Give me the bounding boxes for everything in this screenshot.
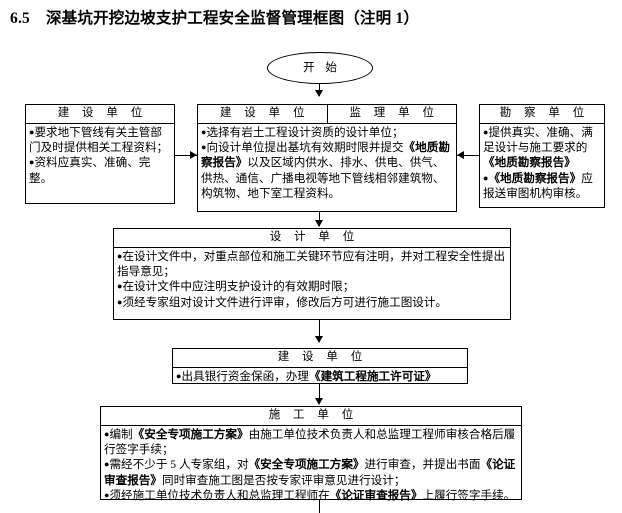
box-contractor-line-3b: 上履行签字手续。: [422, 489, 516, 503]
connector-center-to-design: [319, 212, 320, 226]
box-owner-supervisor-body: 选择有岩土工程设计资质的设计单位； 向设计单位提出基坑有效期时限并提交《地质勘察…: [198, 124, 456, 203]
box-owner-supervisor-line-2: 向设计单位提出基坑有效期时限并提交《地质勘察报告》以及区域内供水、排水、供电、供…: [201, 140, 453, 202]
box-survey-report-ref-1: 《地质勘察报告》: [483, 156, 576, 170]
box-survey-line-2b: 应报送审图机构审核。: [483, 171, 593, 201]
connector-permit-to-contractor: [319, 384, 320, 402]
arrow-survey-to-center: [457, 150, 464, 159]
box-owner-left-line-2: 资料应真实、准确、完整。: [29, 155, 171, 186]
box-survey-report-ref-2: 《地质勘察报告》: [488, 171, 582, 185]
box-contractor-line-1: 编制《安全专项施工方案》由施工单位技术负责人和总监理工程师审核合格后履行签字手续…: [104, 427, 518, 458]
arrow-design-to-permit: [314, 336, 323, 343]
box-owner-supervisor-report-ref: 《地质勘察报告》: [201, 140, 450, 170]
box-contractor-line-2c: 同时审查施工图是否按专家评审意见进行设计；: [161, 473, 406, 487]
box-owner-supervisor-header: 建 设 单 位 监 理 单 位: [198, 105, 456, 124]
box-owner-supervisor-line-2a: 向设计单位提出基坑有效期时限并提交: [206, 140, 404, 154]
box-contractor-review-ref-2: 《论证审查报告》: [329, 489, 423, 503]
arrow-permit-to-contractor: [314, 398, 323, 405]
box-survey: 勘 察 单 位 提供真实、准确、满足设计与施工要求的《地质勘察报告》 《地质勘察…: [479, 104, 605, 208]
page-title: 6.5 深基坑开挖边坡支护工程安全监督管理框图（注明 1）: [10, 6, 419, 28]
box-design-line-3: 须经专家组对设计文件进行评审，修改后方可进行施工图设计。: [117, 295, 507, 310]
connector-survey-to-center: [457, 155, 479, 156]
box-contractor-line-3a: 须经施工单位技术负责人和总监理工程师在: [109, 489, 330, 503]
box-owner-permit-body: 出具银行资金保函，办理《建筑工程施工许可证》: [173, 368, 467, 385]
box-owner-permit-license-ref: 《建筑工程施工许可证》: [308, 369, 437, 383]
box-contractor-review-ref-1: 《论证审查报告》: [104, 458, 516, 487]
box-owner-permit-line-a: 出具银行资金保函，办理: [181, 369, 309, 383]
box-survey-line-2: 《地质勘察报告》应报送审图机构审核。: [483, 171, 601, 202]
box-contractor-body: 编制《安全专项施工方案》由施工单位技术负责人和总监理工程师审核合格后履行签字手续…: [101, 426, 521, 505]
box-design-header: 设 计 单 位: [114, 229, 510, 248]
box-owner-supervisor-header-left: 建 设 单 位: [198, 105, 328, 123]
arrow-owner-left-to-center: [190, 150, 197, 159]
box-contractor: 施 工 单 位 编制《安全专项施工方案》由施工单位技术负责人和总监理工程师审核合…: [100, 406, 522, 502]
box-contractor-line-2a: 需经不少于 5 人专家组，对: [109, 458, 249, 472]
box-contractor-line-1a: 编制: [109, 427, 133, 441]
box-contractor-line-2b: 进行审查，并提出书面: [364, 458, 481, 472]
box-owner-supervisor-header-right: 监 理 单 位: [349, 107, 440, 119]
box-owner-permit-header: 建 设 单 位: [173, 349, 467, 368]
connector-contractor-to-next: [319, 500, 320, 513]
start-terminator: 开 始: [267, 52, 373, 84]
box-survey-body: 提供真实、准确、满足设计与施工要求的《地质勘察报告》 《地质勘察报告》应报送审图…: [480, 124, 604, 203]
box-contractor-plan-ref-2: 《安全专项施工方案》: [248, 458, 365, 472]
page-title-text: 深基坑开挖边坡支护工程安全监督管理框图（注明 1）: [45, 10, 420, 27]
box-owner-left-line-1: 要求地下管线有关主管部门及时提供相关工程资料；: [29, 125, 171, 156]
box-owner-permit-line: 出具银行资金保函，办理《建筑工程施工许可证》: [176, 369, 464, 384]
connector-design-to-permit: [319, 320, 320, 342]
box-survey-line-1a: 提供真实、准确、满足设计与施工要求的: [483, 125, 593, 154]
box-survey-line-1: 提供真实、准确、满足设计与施工要求的《地质勘察报告》: [483, 125, 601, 171]
arrow-center-to-design: [314, 220, 323, 227]
box-design-body: 在设计文件中，对重点部位和施工关键环节应有注明，并对工程安全性提出指导意见； 在…: [114, 248, 510, 312]
start-terminator-label: 开 始: [303, 62, 341, 74]
page-title-number: 6.5: [10, 10, 30, 27]
arrow-start-to-owner-supervisor: [314, 90, 323, 97]
connector-owner-left-to-center: [175, 155, 197, 156]
box-design-line-1: 在设计文件中，对重点部位和施工关键环节应有注明，并对工程安全性提出指导意见；: [117, 249, 507, 280]
box-owner-left-body: 要求地下管线有关主管部门及时提供相关工程资料； 资料应真实、准确、完整。: [26, 124, 174, 188]
box-contractor-header: 施 工 单 位: [101, 407, 521, 426]
box-contractor-line-2: 需经不少于 5 人专家组，对《安全专项施工方案》进行审查，并提出书面《论证审查报…: [104, 457, 518, 488]
box-design-line-2: 在设计文件中应注明支护设计的有效期时限；: [117, 279, 507, 294]
box-owner-supervisor: 建 设 单 位 监 理 单 位 选择有岩土工程设计资质的设计单位； 向设计单位提…: [197, 104, 457, 212]
box-owner-left: 建 设 单 位 要求地下管线有关主管部门及时提供相关工程资料； 资料应真实、准确…: [25, 104, 175, 204]
box-design: 设 计 单 位 在设计文件中，对重点部位和施工关键环节应有注明，并对工程安全性提…: [113, 228, 511, 320]
box-contractor-line-3: 须经施工单位技术负责人和总监理工程师在《论证审查报告》上履行签字手续。: [104, 488, 518, 503]
box-owner-supervisor-line-2b: 以及区域内供水、排水、供电、供气、供热、通信、广播电视等地下管线相邻建筑物、构筑…: [201, 156, 445, 201]
box-contractor-plan-ref-1: 《安全专项施工方案》: [132, 427, 249, 441]
box-owner-left-header: 建 设 单 位: [26, 105, 174, 124]
box-owner-supervisor-line-1: 选择有岩土工程设计资质的设计单位；: [201, 125, 453, 140]
box-owner-permit: 建 设 单 位 出具银行资金保函，办理《建筑工程施工许可证》: [172, 348, 468, 384]
box-survey-header: 勘 察 单 位: [480, 105, 604, 124]
box-contractor-line-1b: 由施工单位技术负责人和总监理工程师审核合格后履行签字手续；: [104, 427, 516, 456]
